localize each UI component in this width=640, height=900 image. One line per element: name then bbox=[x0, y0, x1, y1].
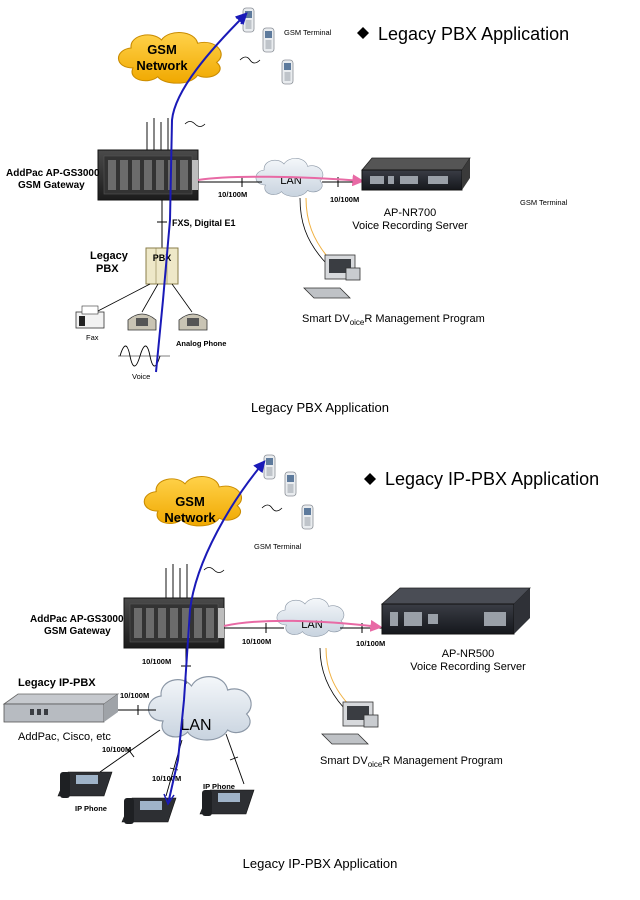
top-pbx-box-label: PBX bbox=[153, 253, 172, 263]
top-fax-label: Fax bbox=[86, 333, 99, 342]
top-gsm-terminal-label: GSM Terminal bbox=[284, 28, 332, 37]
top-recorder-model-label: AP-NR700 bbox=[384, 207, 437, 219]
bottom-lan-cloud: LAN bbox=[276, 598, 345, 637]
bottom-gsm-cloud-label-2: Network bbox=[164, 510, 216, 525]
bottom-ippbx-label: Legacy IP-PBX bbox=[18, 677, 96, 689]
bottom-gsm-terminal-label: GSM Terminal bbox=[254, 542, 302, 551]
gateway-handle-icon bbox=[192, 160, 198, 190]
bottom-speed-ippbx-label: 10/100M bbox=[120, 691, 149, 700]
top-connections: 10/100M 10/100M FXS, Digital E1 bbox=[157, 174, 366, 263]
bottom-gsm-terminals: GSM Terminal bbox=[254, 454, 314, 551]
bottom-mgmt-label: Smart DVoiceR Management Program bbox=[320, 755, 503, 769]
diamond-bullet-icon bbox=[357, 27, 369, 39]
mobile-phone-icon bbox=[301, 504, 314, 530]
top-recorder-type-label: Voice Recording Server bbox=[352, 220, 468, 232]
bottom-big-lan-label: LAN bbox=[180, 717, 211, 734]
top-pbx-label-2: PBX bbox=[96, 263, 119, 275]
top-voice-recorder: AP-NR700 Voice Recording Server GSM Term… bbox=[352, 157, 568, 232]
mobile-phone-icon bbox=[262, 27, 275, 53]
top-gsm-cloud-label-2: Network bbox=[136, 58, 188, 73]
bottom-ip-phone-left-label: IP Phone bbox=[75, 804, 107, 813]
bottom-big-lan-cloud: LAN bbox=[147, 676, 252, 741]
top-fxs-label: FXS, Digital E1 bbox=[172, 218, 236, 228]
bottom-legacy-ippbx: Legacy IP-PBX AddPac, Cisco, etc bbox=[2, 677, 120, 743]
bottom-speed-phone-left-label: 10/100M bbox=[102, 745, 131, 754]
analog-phone-icon bbox=[178, 313, 208, 331]
bottom-management-pc: Smart DVoiceR Management Program bbox=[320, 701, 503, 769]
top-speed-right-label: 10/100M bbox=[330, 195, 359, 204]
bottom-gateway-type-label: GSM Gateway bbox=[44, 626, 111, 637]
bottom-diagram: Legacy IP-PBX Application GSM Network GS… bbox=[2, 454, 599, 871]
mobile-phone-icon bbox=[281, 59, 294, 85]
mobile-phone-icon bbox=[242, 7, 255, 33]
bottom-gsm-cloud-label: GSM bbox=[175, 494, 205, 509]
bottom-gsm-gateway: AddPac AP-GS3000 GSM Gateway bbox=[30, 564, 225, 649]
top-legacy-pbx: PBX Legacy PBX bbox=[90, 247, 193, 313]
diamond-bullet-icon bbox=[364, 473, 376, 485]
bottom-gateway-model-label: AddPac AP-GS3000 bbox=[30, 614, 124, 625]
bottom-recorder-model-label: AP-NR500 bbox=[442, 648, 495, 660]
analog-phone-icon bbox=[127, 313, 157, 331]
top-pbx-label-1: Legacy bbox=[90, 250, 129, 262]
bottom-heading-text: Legacy IP-PBX Application bbox=[385, 469, 599, 489]
bottom-speed-gw-down-label: 10/100M bbox=[142, 657, 171, 666]
ip-phone-icon bbox=[199, 789, 255, 816]
top-speed-left-label: 10/100M bbox=[218, 190, 247, 199]
top-heading: Legacy PBX Application bbox=[357, 24, 569, 44]
top-mgmt-label: Smart DVoiceR Management Program bbox=[302, 313, 485, 327]
top-voice-label: Voice bbox=[132, 372, 150, 381]
top-diagram: Legacy PBX Application GSM Network GSM T… bbox=[6, 7, 569, 415]
top-voice-path bbox=[155, 12, 248, 373]
top-gateway-model-label: AddPac AP-GS3000 bbox=[6, 168, 100, 179]
bottom-voice-path bbox=[167, 460, 266, 805]
top-gateway-type-label: GSM Gateway bbox=[18, 180, 85, 191]
ip-phone-icon bbox=[121, 797, 177, 824]
bottom-speed-phone-mid-label: 10/100M bbox=[152, 774, 181, 783]
mobile-phone-icon bbox=[284, 471, 297, 497]
top-gsm-terminals: GSM Terminal bbox=[239, 7, 332, 85]
top-endpoints: Fax Analog Phone Voice bbox=[75, 305, 226, 381]
bottom-voice-recorder: AP-NR500 Voice Recording Server bbox=[380, 587, 531, 673]
bottom-recorder-type-label: Voice Recording Server bbox=[410, 661, 526, 673]
bottom-speed-lan-rec-label: 10/100M bbox=[356, 639, 385, 648]
top-gsm-cloud-label: GSM bbox=[147, 42, 177, 57]
mobile-phone-icon bbox=[263, 454, 276, 480]
bottom-gsm-cloud: GSM Network bbox=[143, 475, 243, 527]
top-gsm-terminal-label-right: GSM Terminal bbox=[520, 198, 568, 207]
top-analog-phone-label: Analog Phone bbox=[176, 339, 226, 348]
bottom-heading: Legacy IP-PBX Application bbox=[364, 469, 599, 489]
bottom-speed-gw-lan-label: 10/100M bbox=[242, 637, 271, 646]
keyboard-icon bbox=[321, 733, 369, 745]
top-gsm-gateway: AddPac AP-GS3000 GSM Gateway bbox=[6, 118, 206, 201]
bottom-ip-phones: IP Phone IP Phone bbox=[57, 771, 255, 824]
bottom-ippbx-vendors-label: AddPac, Cisco, etc bbox=[18, 731, 111, 743]
fax-icon bbox=[75, 305, 105, 329]
bottom-ip-phone-right-label: IP Phone bbox=[203, 782, 235, 791]
ip-phone-icon bbox=[57, 771, 113, 798]
keyboard-icon bbox=[303, 287, 351, 299]
top-heading-text: Legacy PBX Application bbox=[378, 24, 569, 44]
top-gsm-cloud: GSM Network bbox=[117, 31, 222, 84]
top-caption: Legacy PBX Application bbox=[251, 400, 389, 415]
gateway-handle-icon bbox=[218, 608, 224, 638]
bottom-caption: Legacy IP-PBX Application bbox=[243, 856, 398, 871]
top-management-pc: Smart DVoiceR Management Program bbox=[302, 254, 485, 327]
